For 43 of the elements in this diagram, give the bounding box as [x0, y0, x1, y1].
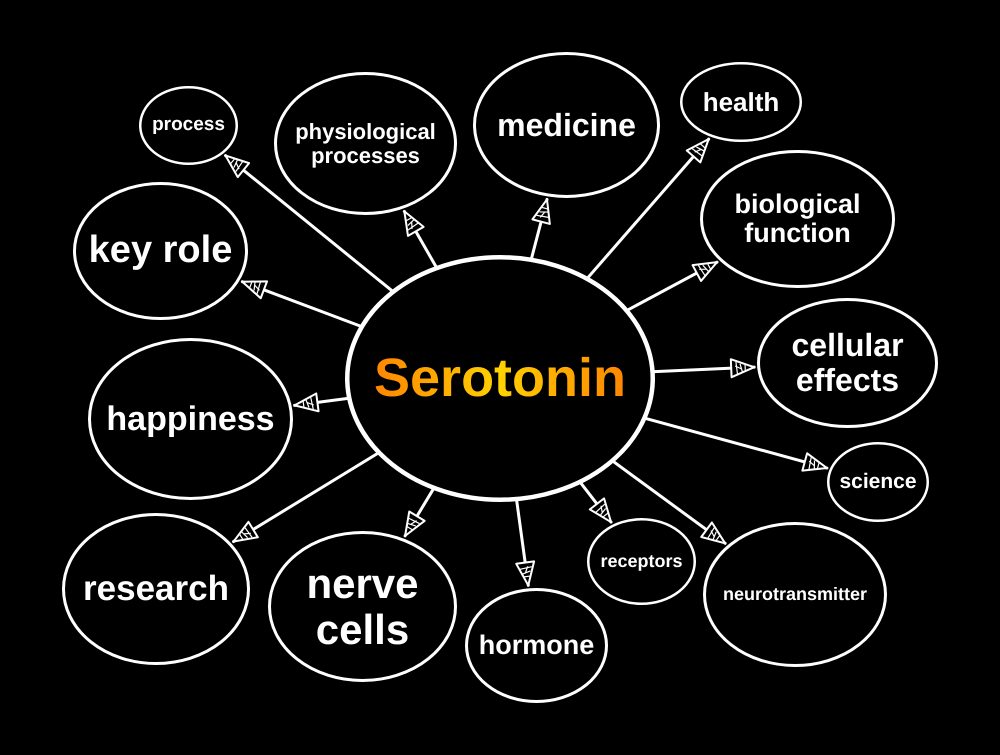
- arrow: [612, 460, 727, 545]
- arrow: [645, 417, 828, 472]
- topic-label: happiness: [106, 400, 275, 438]
- arrow: [232, 452, 379, 544]
- topic-ellipse: [680, 62, 802, 142]
- topic-label: hormone: [478, 630, 594, 660]
- topic-label: physiological processes: [295, 120, 436, 168]
- arrow: [586, 138, 710, 279]
- arrow: [580, 482, 613, 524]
- topic-label: research: [83, 570, 229, 608]
- topic-label: health: [702, 88, 780, 116]
- arrow: [627, 260, 719, 312]
- arrow: [530, 198, 551, 260]
- arrow: [404, 488, 434, 538]
- arrow: [515, 500, 536, 587]
- topic-label: key role: [88, 230, 232, 272]
- topic-ellipse: [700, 150, 895, 288]
- topic-label: science: [839, 470, 917, 494]
- arrow: [653, 358, 756, 378]
- topic-ellipse: [473, 52, 660, 198]
- topic-ellipse: [827, 442, 929, 522]
- arrow: [402, 210, 438, 268]
- arrow: [293, 392, 349, 412]
- topic-label: receptors: [600, 552, 683, 572]
- topic-ellipse: [587, 518, 696, 605]
- arrow: [240, 280, 362, 328]
- topic-ellipse: [139, 86, 238, 165]
- topic-ellipse: [268, 531, 457, 682]
- topic-label: nerve cells: [306, 561, 419, 652]
- topic-label: biological function: [734, 190, 860, 248]
- topic-ellipse: [62, 513, 250, 665]
- topic-ellipse: [465, 588, 608, 703]
- topic-label: process: [152, 115, 225, 136]
- topic-ellipse: [703, 522, 887, 667]
- topic-ellipse: [274, 72, 457, 215]
- topic-label: medicine: [497, 108, 636, 142]
- topic-ellipse: [757, 298, 938, 428]
- topic-label: cellular effects: [791, 328, 904, 398]
- central-topic-ellipse: [345, 255, 655, 502]
- topic-ellipse: [88, 338, 293, 500]
- topic-ellipse: [73, 182, 248, 320]
- topic-label: neurotransmitter: [722, 584, 868, 604]
- arrow: [224, 154, 393, 292]
